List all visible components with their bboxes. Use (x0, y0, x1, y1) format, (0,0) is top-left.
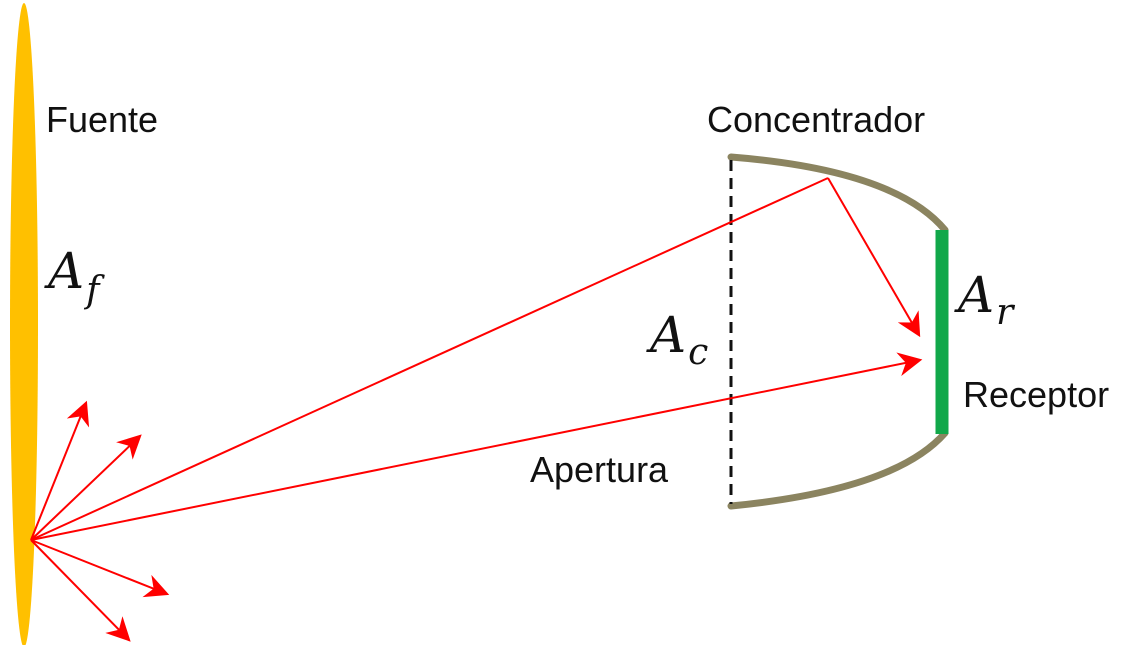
rays (30, 177, 923, 642)
ray-reflected (827, 177, 921, 338)
concentrator-area-symbol: Ac (646, 306, 708, 373)
aperture-label: Apertura (530, 449, 669, 490)
concentrator-top-wall (727, 153, 949, 234)
ray-emitted-1 (30, 400, 90, 541)
receiver-label: Receptor (963, 374, 1109, 415)
ray-emitted-2 (30, 434, 142, 541)
ray-emitted-3 (30, 539, 170, 598)
source-ellipse (10, 3, 38, 645)
receiver-area-symbol: Ar (954, 266, 1015, 333)
source-area-symbol: Af (44, 242, 105, 311)
ray-emitted-4 (30, 539, 131, 642)
concentrator-bottom-wall (727, 429, 949, 510)
concentrator-label: Concentrador (707, 99, 925, 140)
ray-direct-to-receiver (30, 352, 923, 541)
ray-to-concentrator (30, 177, 829, 541)
source-label: Fuente (46, 99, 158, 140)
